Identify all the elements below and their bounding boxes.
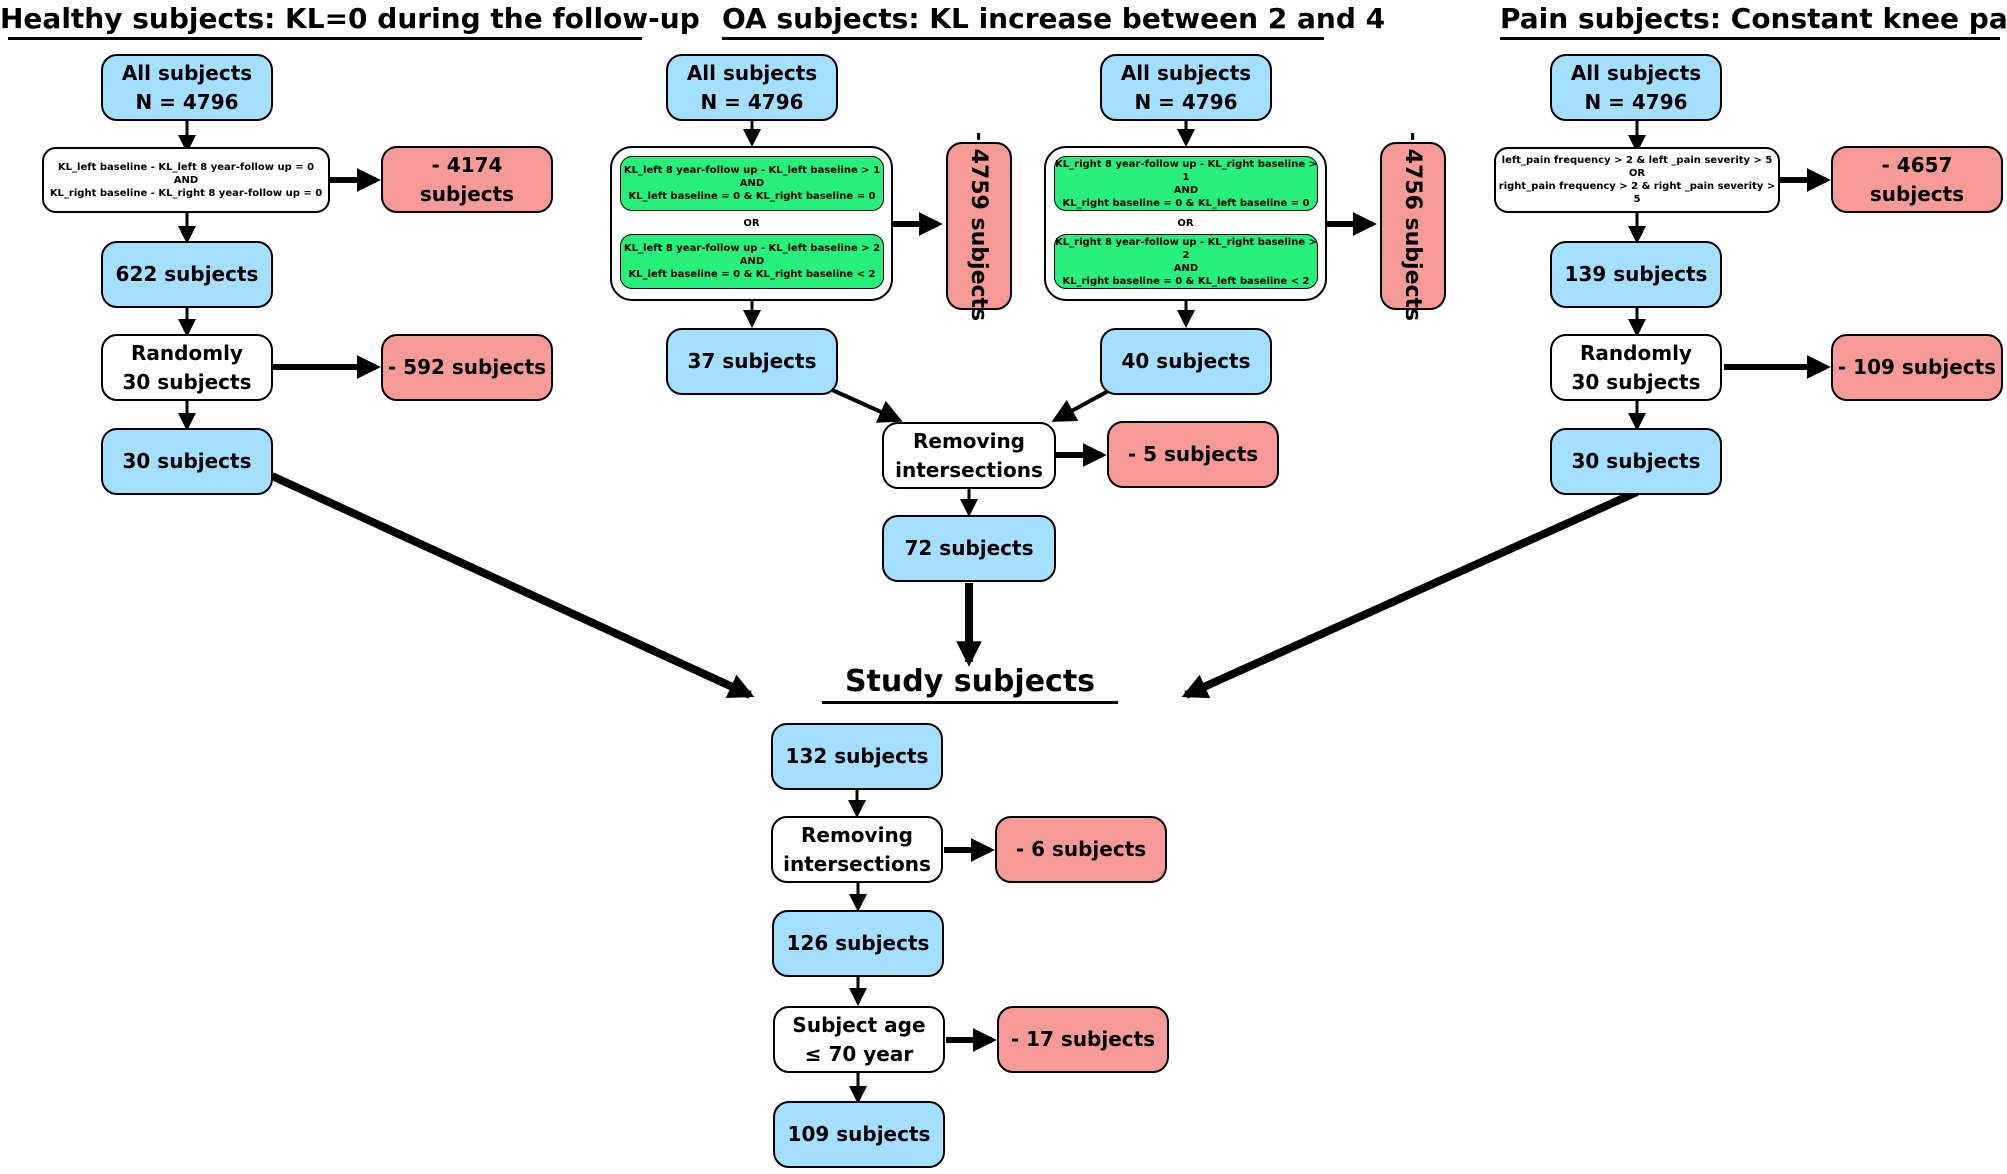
healthy-exclusion-box-1: - 4174 subjects bbox=[381, 146, 553, 213]
oa-right-all-subjects-box: All subjects N = 4796 bbox=[1100, 54, 1272, 121]
box-line: 30 subjects bbox=[122, 369, 252, 394]
healthy-randomly-box: Randomly 30 subjects bbox=[101, 334, 273, 401]
criteria-line: KL_right baseline = 0 & KL_left baseline… bbox=[1062, 197, 1310, 209]
study-section-title: Study subjects bbox=[844, 664, 1096, 699]
criteria-line: AND bbox=[739, 178, 765, 189]
pain-title-underline bbox=[1500, 37, 2000, 40]
criteria-line: KL_left 8 year-follow up - KL_left basel… bbox=[623, 243, 881, 254]
oa-right-criteria-1: KL_right 8 year-follow up - KL_right bas… bbox=[1054, 156, 1318, 211]
healthy-title-underline bbox=[8, 37, 642, 40]
oa-left-final-box: 37 subjects bbox=[666, 328, 838, 395]
oa-right-exclusion-box: - 4756 subjects bbox=[1380, 131, 1446, 321]
study-exclusion-box-1: - 6 subjects bbox=[995, 816, 1167, 883]
vertical-label: - 4756 subjects bbox=[1400, 131, 1426, 321]
oa-right-or-label: OR bbox=[1177, 218, 1194, 229]
oa-left-criteria-2: KL_left 8 year-follow up - KL_left basel… bbox=[620, 234, 884, 289]
criteria-line: KL_right baseline = 0 & KL_left baseline… bbox=[1062, 275, 1310, 287]
oa-right-criteria-2: KL_right 8 year-follow up - KL_right bas… bbox=[1054, 234, 1318, 289]
oa-right-criteria-group: KL_right 8 year-follow up - KL_right bas… bbox=[1044, 146, 1327, 301]
study-exclusion-box-2: - 17 subjects bbox=[997, 1006, 1169, 1073]
box-line: N = 4796 bbox=[135, 89, 239, 114]
healthy-622-subjects-box: 622 subjects bbox=[101, 241, 273, 308]
criteria-line: KL_right 8 year-follow up - KL_right bas… bbox=[1055, 158, 1317, 183]
box-line: Removing bbox=[801, 822, 913, 847]
oa-exclusion-box: - 5 subjects bbox=[1107, 421, 1279, 488]
criteria-line: OR bbox=[1628, 168, 1646, 179]
criteria-line: AND bbox=[173, 174, 199, 186]
pain-randomly-box: Randomly 30 subjects bbox=[1550, 334, 1722, 401]
criteria-line: KL_left 8 year-follow up - KL_left basel… bbox=[623, 165, 881, 176]
study-age-filter-box: Subject age ≤ 70 year bbox=[773, 1006, 945, 1073]
pain-exclusion-box-2: - 109 subjects bbox=[1831, 334, 2003, 401]
oa-right-final-box: 40 subjects bbox=[1100, 328, 1272, 395]
oa-left-exclusion-box: - 4759 subjects bbox=[946, 131, 1012, 321]
criteria-line: KL_right 8 year-follow up - KL_right bas… bbox=[1055, 236, 1317, 261]
box-line: Subject age bbox=[792, 1012, 926, 1037]
arrow bbox=[1181, 488, 1639, 699]
criteria-line: AND bbox=[1173, 262, 1199, 274]
criteria-line: AND bbox=[739, 256, 765, 267]
oa-left-criteria-group: KL_left 8 year-follow up - KL_left basel… bbox=[610, 146, 893, 301]
box-line: ≤ 70 year bbox=[804, 1041, 914, 1066]
criteria-line: right_pain frequency > 2 & right _pain s… bbox=[1498, 181, 1776, 205]
vertical-label: - 4759 subjects bbox=[966, 131, 992, 321]
box-line: N = 4796 bbox=[700, 89, 804, 114]
box-line: Randomly bbox=[1580, 340, 1692, 365]
pain-section-title: Pain subjects: Constant knee pain bbox=[1500, 2, 2007, 35]
pain-all-subjects-box: All subjects N = 4796 bbox=[1550, 54, 1722, 121]
box-line: Removing bbox=[913, 428, 1025, 453]
oa-removing-intersections-box: Removing intersections bbox=[882, 422, 1056, 489]
oa-left-all-subjects-box: All subjects N = 4796 bbox=[666, 54, 838, 121]
arrow bbox=[1051, 387, 1113, 422]
box-line: Randomly bbox=[131, 340, 243, 365]
oa-title-underline bbox=[722, 37, 1324, 40]
healthy-criteria-box: KL_left baseline - KL_left 8 year-follow… bbox=[42, 147, 330, 213]
arrow bbox=[829, 387, 903, 423]
study-title-underline bbox=[822, 701, 1118, 704]
healthy-section-title: Healthy subjects: KL=0 during the follow… bbox=[0, 2, 700, 35]
pain-final-box: 30 subjects bbox=[1550, 428, 1722, 495]
box-line: N = 4796 bbox=[1584, 89, 1688, 114]
study-final-box: 109 subjects bbox=[773, 1101, 945, 1168]
pain-exclusion-box-1: - 4657 subjects bbox=[1831, 146, 2003, 213]
pain-139-subjects-box: 139 subjects bbox=[1550, 241, 1722, 308]
healthy-final-box: 30 subjects bbox=[101, 428, 273, 495]
criteria-line: AND bbox=[1173, 184, 1199, 196]
box-line: intersections bbox=[783, 851, 931, 876]
oa-left-or-label: OR bbox=[743, 218, 760, 229]
criteria-line: KL_right baseline - KL_right 8 year-foll… bbox=[49, 187, 323, 199]
oa-section-title: OA subjects: KL increase between 2 and 4 bbox=[722, 2, 1386, 35]
criteria-line: left_pain frequency > 2 & left _pain sev… bbox=[1501, 155, 1773, 166]
study-removing-intersections-box: Removing intersections bbox=[771, 816, 943, 883]
criteria-line: KL_left baseline = 0 & KL_right baseline… bbox=[628, 269, 876, 280]
oa-72-subjects-box: 72 subjects bbox=[882, 515, 1056, 582]
pain-criteria-box: left_pain frequency > 2 & left _pain sev… bbox=[1494, 147, 1780, 213]
study-132-subjects-box: 132 subjects bbox=[771, 723, 943, 790]
healthy-exclusion-box-2: - 592 subjects bbox=[381, 334, 553, 401]
box-line: All subjects bbox=[121, 60, 253, 85]
criteria-line: KL_left baseline - KL_left 8 year-follow… bbox=[57, 161, 315, 173]
box-line: N = 4796 bbox=[1134, 89, 1238, 114]
oa-left-criteria-1: KL_left 8 year-follow up - KL_left basel… bbox=[620, 156, 884, 211]
box-line: All subjects bbox=[1570, 60, 1702, 85]
box-line: All subjects bbox=[686, 60, 818, 85]
study-126-subjects-box: 126 subjects bbox=[772, 910, 944, 977]
arrow bbox=[270, 472, 755, 699]
box-line: intersections bbox=[895, 457, 1043, 482]
box-line: All subjects bbox=[1120, 60, 1252, 85]
healthy-all-subjects-box: All subjects N = 4796 bbox=[101, 54, 273, 121]
criteria-line: KL_left baseline = 0 & KL_right baseline… bbox=[628, 191, 876, 202]
box-line: 30 subjects bbox=[1571, 369, 1701, 394]
